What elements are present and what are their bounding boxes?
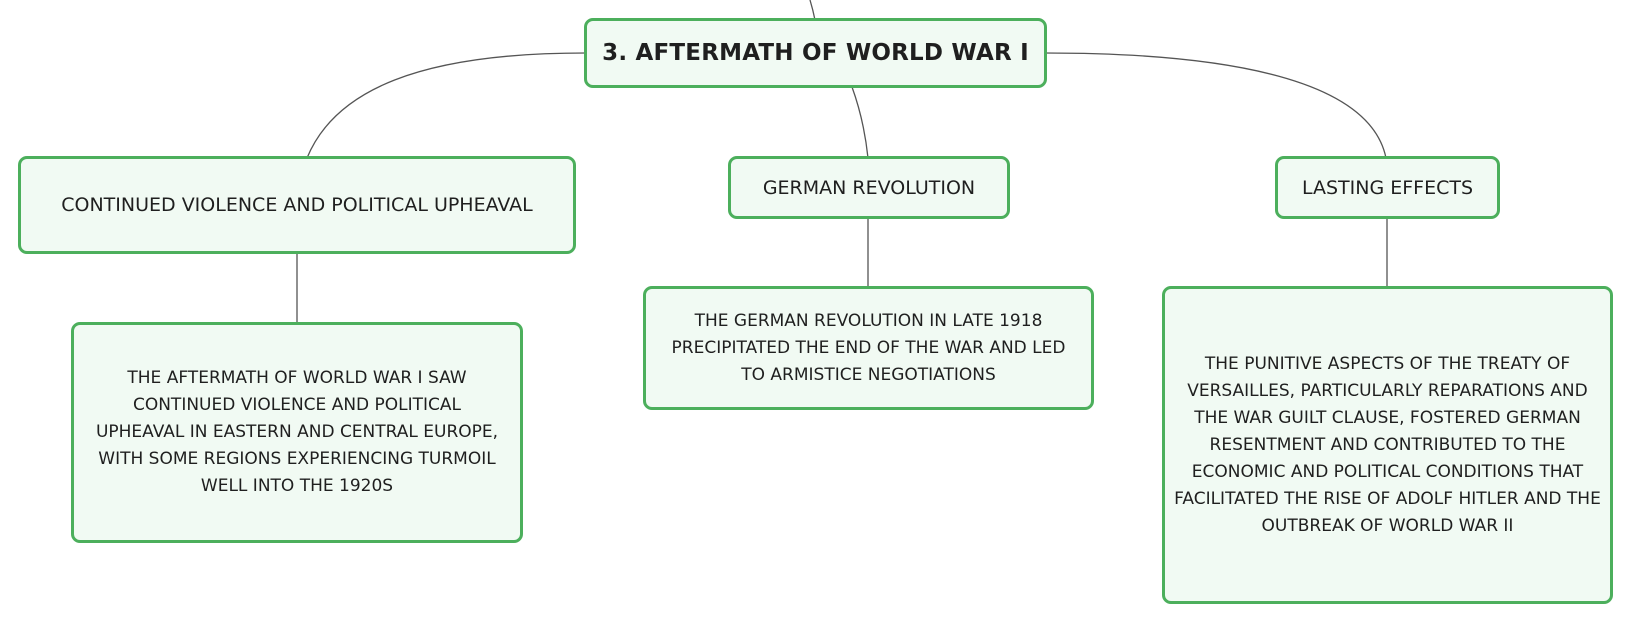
root-node[interactable]: 3. AFTERMATH OF WORLD WAR I [584, 18, 1047, 88]
connector-parent-to-root [809, 0, 816, 21]
detail-node-violence-text: THE AFTERMATH OF WORLD WAR I SAW CONTINU… [95, 368, 499, 496]
root-node-label: 3. AFTERMATH OF WORLD WAR I [602, 40, 1029, 66]
detail-node-revolution[interactable]: THE GERMAN REVOLUTION IN LATE 1918 PRECI… [643, 286, 1094, 410]
connector-root-to-effects [1044, 52, 1387, 159]
topic-node-revolution-label: GERMAN REVOLUTION [762, 176, 976, 199]
detail-node-violence[interactable]: THE AFTERMATH OF WORLD WAR I SAW CONTINU… [71, 322, 523, 543]
topic-node-violence[interactable]: CONTINUED VIOLENCE AND POLITICAL UPHEAVA… [18, 156, 576, 254]
detail-node-revolution-text: THE GERMAN REVOLUTION IN LATE 1918 PRECI… [671, 310, 1066, 385]
detail-node-effects[interactable]: THE PUNITIVE ASPECTS OF THE TREATY OF VE… [1162, 286, 1613, 604]
topic-node-effects-label: LASTING EFFECTS [1301, 176, 1474, 199]
detail-node-effects-text: THE PUNITIVE ASPECTS OF THE TREATY OF VE… [1174, 353, 1601, 536]
connector-root-to-revolution [851, 86, 869, 159]
topic-node-violence-label: CONTINUED VIOLENCE AND POLITICAL UPHEAVA… [61, 194, 533, 216]
topic-node-revolution[interactable]: GERMAN REVOLUTION [728, 156, 1010, 219]
topic-node-effects[interactable]: LASTING EFFECTS [1275, 156, 1500, 219]
connector-root-to-violence [306, 52, 586, 159]
